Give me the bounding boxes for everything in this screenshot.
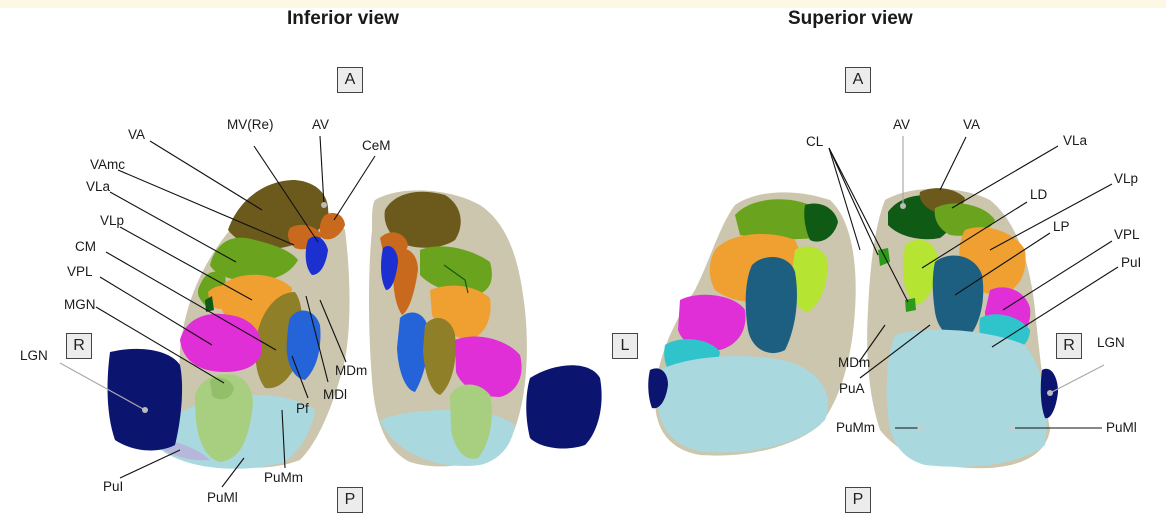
marker-lgn-inferior	[142, 407, 148, 413]
label-pui: PuI	[103, 480, 123, 494]
superior-left-hemisphere	[648, 192, 855, 455]
label-av-inferior: AV	[312, 118, 329, 132]
label-va-superior: VA	[963, 118, 980, 132]
superior-right-hemisphere	[867, 188, 1058, 468]
label-pumm-inferior: PuMm	[264, 471, 303, 485]
label-vla-superior: VLa	[1063, 134, 1087, 148]
label-vpl-superior: VPL	[1114, 228, 1140, 242]
label-ld: LD	[1030, 188, 1047, 202]
label-va-inferior: VA	[128, 128, 145, 142]
label-lgn-inferior: LGN	[20, 349, 48, 363]
label-mv-re: MV(Re)	[227, 118, 274, 132]
label-cl: CL	[806, 135, 823, 149]
leader-lgn-superior	[1050, 365, 1104, 393]
label-mdl: MDl	[323, 388, 347, 402]
marker-lgn-superior	[1047, 390, 1053, 396]
label-cm: CM	[75, 240, 96, 254]
label-puml-superior: PuMl	[1106, 421, 1137, 435]
label-mdm-inferior: MDm	[335, 364, 367, 378]
label-pul-superior: PuI	[1121, 256, 1141, 270]
label-av-superior: AV	[893, 118, 910, 132]
label-pumm-superior: PuMm	[836, 421, 875, 435]
marker-av-inferior	[321, 202, 327, 208]
marker-pumm-superior	[918, 426, 923, 431]
label-cem: CeM	[362, 139, 391, 153]
label-vla-inferior: VLa	[86, 180, 110, 194]
label-lgn-superior: LGN	[1097, 336, 1125, 350]
marker-puml-superior	[1010, 426, 1015, 431]
label-pua: PuA	[839, 382, 865, 396]
label-vlp-inferior: VLp	[100, 214, 124, 228]
inferior-right-hemisphere	[369, 190, 602, 466]
label-pf: Pf	[296, 402, 309, 416]
marker-av-superior	[900, 203, 906, 209]
label-mdm-superior: MDm	[838, 356, 870, 370]
label-vamc: VAmc	[90, 158, 125, 172]
label-lp: LP	[1053, 220, 1070, 234]
label-vlp-superior: VLp	[1114, 172, 1138, 186]
label-vpl-inferior: VPL	[67, 265, 93, 279]
label-mgn: MGN	[64, 298, 96, 312]
label-puml-inferior: PuMl	[207, 491, 238, 505]
